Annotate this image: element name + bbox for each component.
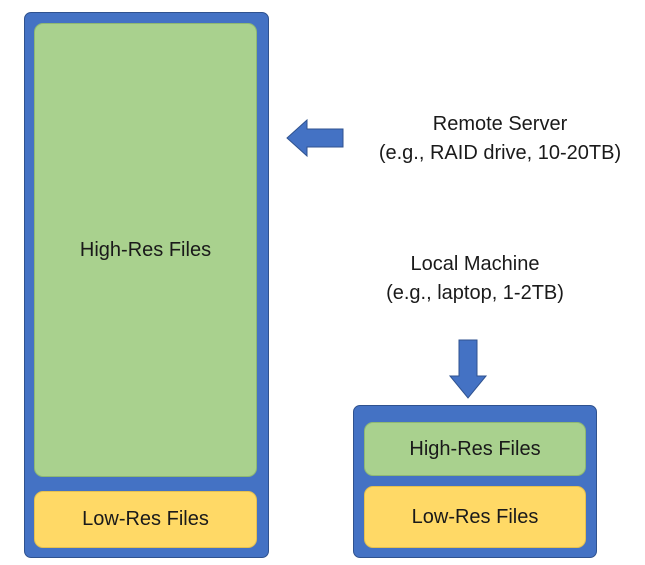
remote-low-res-label: Low-Res Files <box>82 508 209 530</box>
remote-low-res-files: Low-Res Files <box>34 491 257 548</box>
remote-server-caption: Remote Server (e.g., RAID drive, 10-20TB… <box>355 110 645 168</box>
local-low-res-label: Low-Res Files <box>411 505 539 528</box>
remote-high-res-files: High-Res Files <box>34 23 257 477</box>
local-machine-storage: High-Res Files Low-Res Files <box>353 405 597 558</box>
arrow-left-icon <box>286 118 344 158</box>
remote-server-title: Remote Server <box>432 113 568 135</box>
local-machine-subtitle: (e.g., laptop, 1-2TB) <box>386 282 564 304</box>
local-machine-caption: Local Machine (e.g., laptop, 1-2TB) <box>330 250 620 308</box>
local-low-res-files: Low-Res Files <box>364 486 586 548</box>
remote-server-subtitle: (e.g., RAID drive, 10-20TB) <box>378 142 622 164</box>
local-high-res-files: High-Res Files <box>364 422 586 476</box>
arrow-down-icon <box>448 339 488 399</box>
remote-high-res-label: High-Res Files <box>79 238 212 261</box>
local-machine-title: Local Machine <box>410 253 540 275</box>
local-high-res-label: High-Res Files <box>409 437 541 460</box>
remote-server-storage: High-Res Files Low-Res Files <box>24 12 269 558</box>
